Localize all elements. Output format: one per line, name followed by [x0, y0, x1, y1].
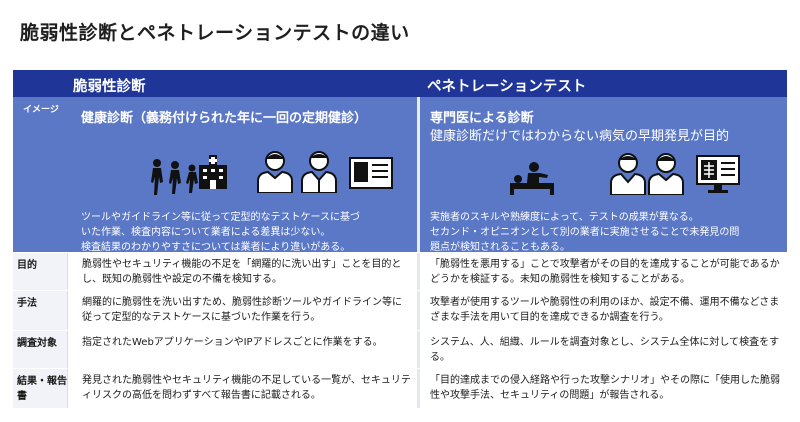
row-pentest-cell: システム、人、組織、ルールを調査対象とし、システム全体に対して検査をする。 — [417, 331, 787, 368]
row-label-image: イメージ — [23, 105, 59, 115]
nurse-icon — [257, 151, 293, 193]
header-vuln: 脆弱性診断 — [73, 79, 146, 95]
doctors-pair-icon — [610, 153, 684, 195]
row-vuln-cell: 指定されたWebアプリケーションやIPアドレスごとに作業をする。 — [67, 331, 417, 368]
pentest-desc-2: セカンド・オピニオンとして別の業者に実施させることで未発見の問 — [430, 227, 740, 238]
row-vuln-cell: 発見された脆弱性やセキュリティ機能の不足している一覧が、セキュリティリスクの高低… — [67, 369, 417, 408]
comparison-table: 脆弱性診断 ペネトレーションテスト イメージ 健康診断（義務付けられた年に一回の… — [13, 70, 787, 408]
pentest-desc-3: 題点が検知されることもある。 — [430, 242, 570, 253]
table-row: 目的 脆弱性やセキュリティ機能の不足を「網羅的に洗い出す」ことを目的とし、既知の… — [13, 252, 787, 290]
row-label-scope: 調査対象 — [17, 338, 57, 349]
row-label-report: 結果・報告書 — [17, 376, 67, 402]
vuln-desc-2: いた作業、検査内容について業者による差異は少ない。 — [81, 227, 331, 238]
vuln-heading: 健康診断（義務付けられた年に一回の定期健診） — [81, 111, 368, 126]
hospital-icon — [199, 155, 227, 189]
table-row: 調査対象 指定されたWebアプリケーションやIPアドレスごとに作業をする。 シス… — [13, 330, 787, 368]
row-vuln-cell: 脆弱性やセキュリティ機能の不足を「網羅的に洗い出す」ことを目的とし、既知の脆弱性… — [67, 253, 417, 290]
image-row: イメージ 健康診断（義務付けられた年に一回の定期健診） — [13, 97, 787, 253]
table-row: 手法 網羅的に脆弱性を洗い出すため、脆弱性診断ツールやガイドライン等に従って定型… — [13, 290, 787, 330]
row-pentest-cell: 「脆弱性を悪用する」ことで攻撃者がその目的を達成することが可能であるかどうかを検… — [417, 253, 787, 290]
header-corner — [13, 70, 67, 97]
row-pentest-cell: 攻撃者が使用するツールや脆弱性の利用のほか、設定不備、運用不備などさまざまな手法… — [417, 291, 787, 330]
medical-chart-icon — [349, 157, 393, 189]
row-label-purpose: 目的 — [17, 260, 37, 271]
image-pentest-cell: 専門医による診断 健康診断だけではわからない病気の早期発見が目的 — [417, 97, 787, 253]
vuln-desc-1: ツールやガイドライン等に従って定型的なテストケースに基づ — [81, 212, 360, 223]
pentest-heading-2: 健康診断だけではわからない病気の早期発見が目的 — [430, 129, 730, 144]
table-row: 結果・報告書 発見された脆弱性やセキュリティ機能の不足している一覧が、セキュリテ… — [13, 368, 787, 408]
doctor-icon — [301, 151, 337, 193]
page-title: 脆弱性診断とペネトレーションテストの違い — [20, 22, 410, 44]
people-walking-icon — [151, 159, 198, 195]
pentest-desc-1: 実施者のスキルや熟練度によって、テストの成果が異なる。 — [430, 212, 699, 223]
row-vuln-cell: 網羅的に脆弱性を洗い出すため、脆弱性診断ツールやガイドライン等に従って定型的なテ… — [67, 291, 417, 330]
header-pentest: ペネトレーションテスト — [427, 79, 587, 95]
vuln-desc-3: 検査結果のわかりやすさについては業者により違いがある。 — [81, 242, 351, 253]
patient-bed-icon — [510, 162, 554, 195]
xray-monitor-icon — [696, 155, 740, 193]
image-vuln-cell: 健康診断（義務付けられた年に一回の定期健診） — [67, 97, 417, 253]
pentest-heading-1: 専門医による診断 — [430, 111, 534, 126]
table-header: 脆弱性診断 ペネトレーションテスト — [13, 70, 787, 97]
row-pentest-cell: 「目的達成までの侵入経路や行った攻撃シナリオ」やその際に「使用した脆弱性や攻撃手… — [417, 369, 787, 408]
row-label-method: 手法 — [17, 298, 37, 309]
